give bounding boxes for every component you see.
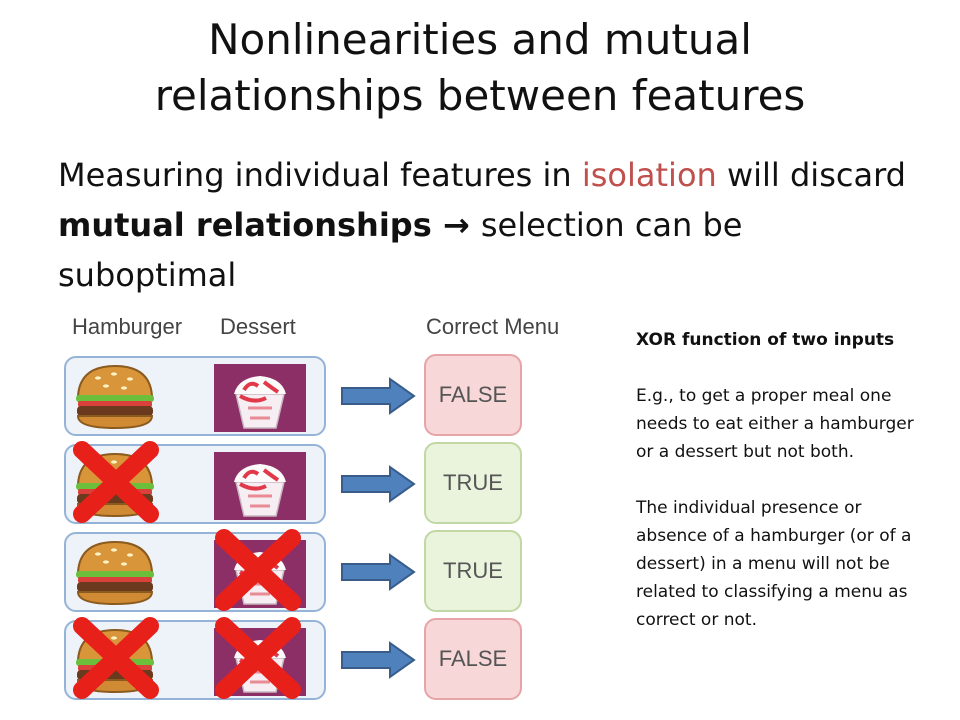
menu-result: TRUE (424, 442, 522, 524)
header-hamburger: Hamburger (72, 314, 183, 339)
arrow-right-icon (340, 376, 416, 416)
cross-icon (212, 526, 304, 614)
title-line-2: relationships between features (154, 71, 806, 120)
header-dessert: Dessert (220, 314, 296, 339)
menu-result: FALSE (424, 354, 522, 436)
hamburger-image (72, 362, 158, 432)
cross-icon (212, 614, 304, 702)
dessert-image (214, 364, 306, 432)
xor-explanation-text: The individual presence or absence of a … (636, 498, 912, 630)
cross-icon (70, 438, 162, 526)
menu-result: FALSE (424, 618, 522, 700)
slide-title: Nonlinearities and mutual relationships … (0, 12, 960, 124)
menu-result: TRUE (424, 530, 522, 612)
arrow-right-icon (340, 464, 416, 504)
lead-part-2: will discard (716, 156, 906, 194)
xor-explanation: XOR function of two inputs E.g., to get … (636, 326, 936, 634)
lead-bold: mutual relationships (58, 206, 432, 244)
arrow-right-icon (340, 640, 416, 680)
lead-part-3: selection can be suboptimal (58, 206, 743, 294)
arrow-right-icon (340, 552, 416, 592)
cross-icon (70, 614, 162, 702)
lead-highlight: isolation (581, 156, 717, 194)
lead-part-1: Measuring individual features in (58, 156, 582, 194)
dessert-image (214, 452, 306, 520)
title-line-1: Nonlinearities and mutual (208, 15, 752, 64)
hamburger-image (72, 538, 158, 608)
header-correct-menu: Correct Menu (426, 314, 560, 339)
xor-heading: XOR function of two inputs (636, 330, 895, 350)
lead-text: Measuring individual features in isolati… (58, 150, 928, 300)
xor-example: E.g., to get a proper meal one needs to … (636, 386, 914, 462)
arrow-right-icon: → (431, 206, 481, 244)
